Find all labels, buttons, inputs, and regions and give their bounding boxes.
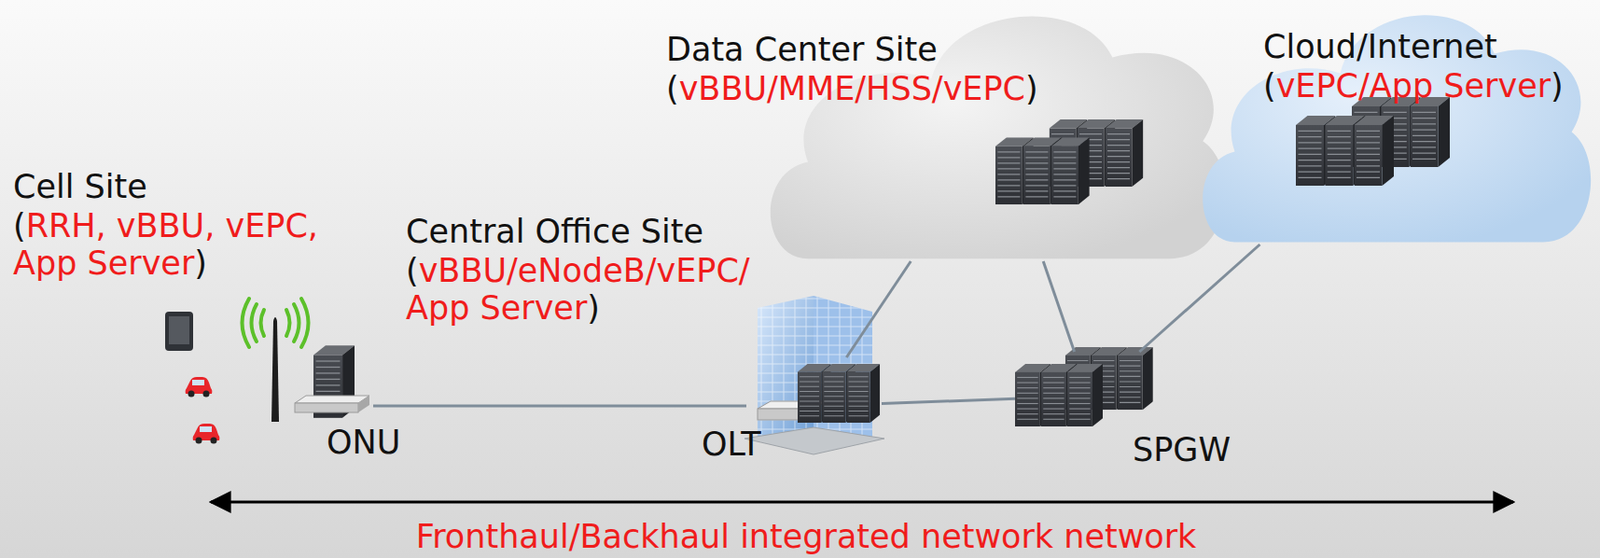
internet-cloud: Cloud/Internet(vEPC/App Server) [1194,0,1600,245]
site-services: (vEPC/App Server) [1263,67,1564,105]
site-services: (vBBU/MME/HSS/vEPC) [666,69,1039,108]
site-services: (RRH, vBBU, vEPC, App Server) [13,207,379,282]
site-heading: Cell Site [13,167,148,206]
network-link [846,261,911,358]
cell-site: Cell Site(RRH, vBBU, vEPC, App Server)ON… [265,345,374,467]
network-link [881,398,1016,404]
data-center-cloud: Data Center Site(vBBU/MME/HSS/vEPC) [760,0,1237,262]
site-services: (vBBU/eNodeB/vEPC/ App Server) [405,251,766,327]
network-caption: Fronthaul/Backhaul integrated network ne… [416,517,1197,556]
network-link [1139,244,1260,352]
site-heading: Central Office Site [405,212,704,251]
network-link [373,404,747,408]
device-label: ONU [326,423,401,461]
site-heading: Cloud/Internet [1263,27,1498,66]
network-link [1043,261,1074,352]
site-heading: Data Center Site [666,30,938,69]
device-label: OLT [701,425,762,463]
spgw-servers: SPGW [1015,351,1165,441]
device-label: SPGW [1132,431,1231,469]
central-office-site: Central Office Site(vBBU/eNodeB/vEPC/ Ap… [746,357,882,455]
